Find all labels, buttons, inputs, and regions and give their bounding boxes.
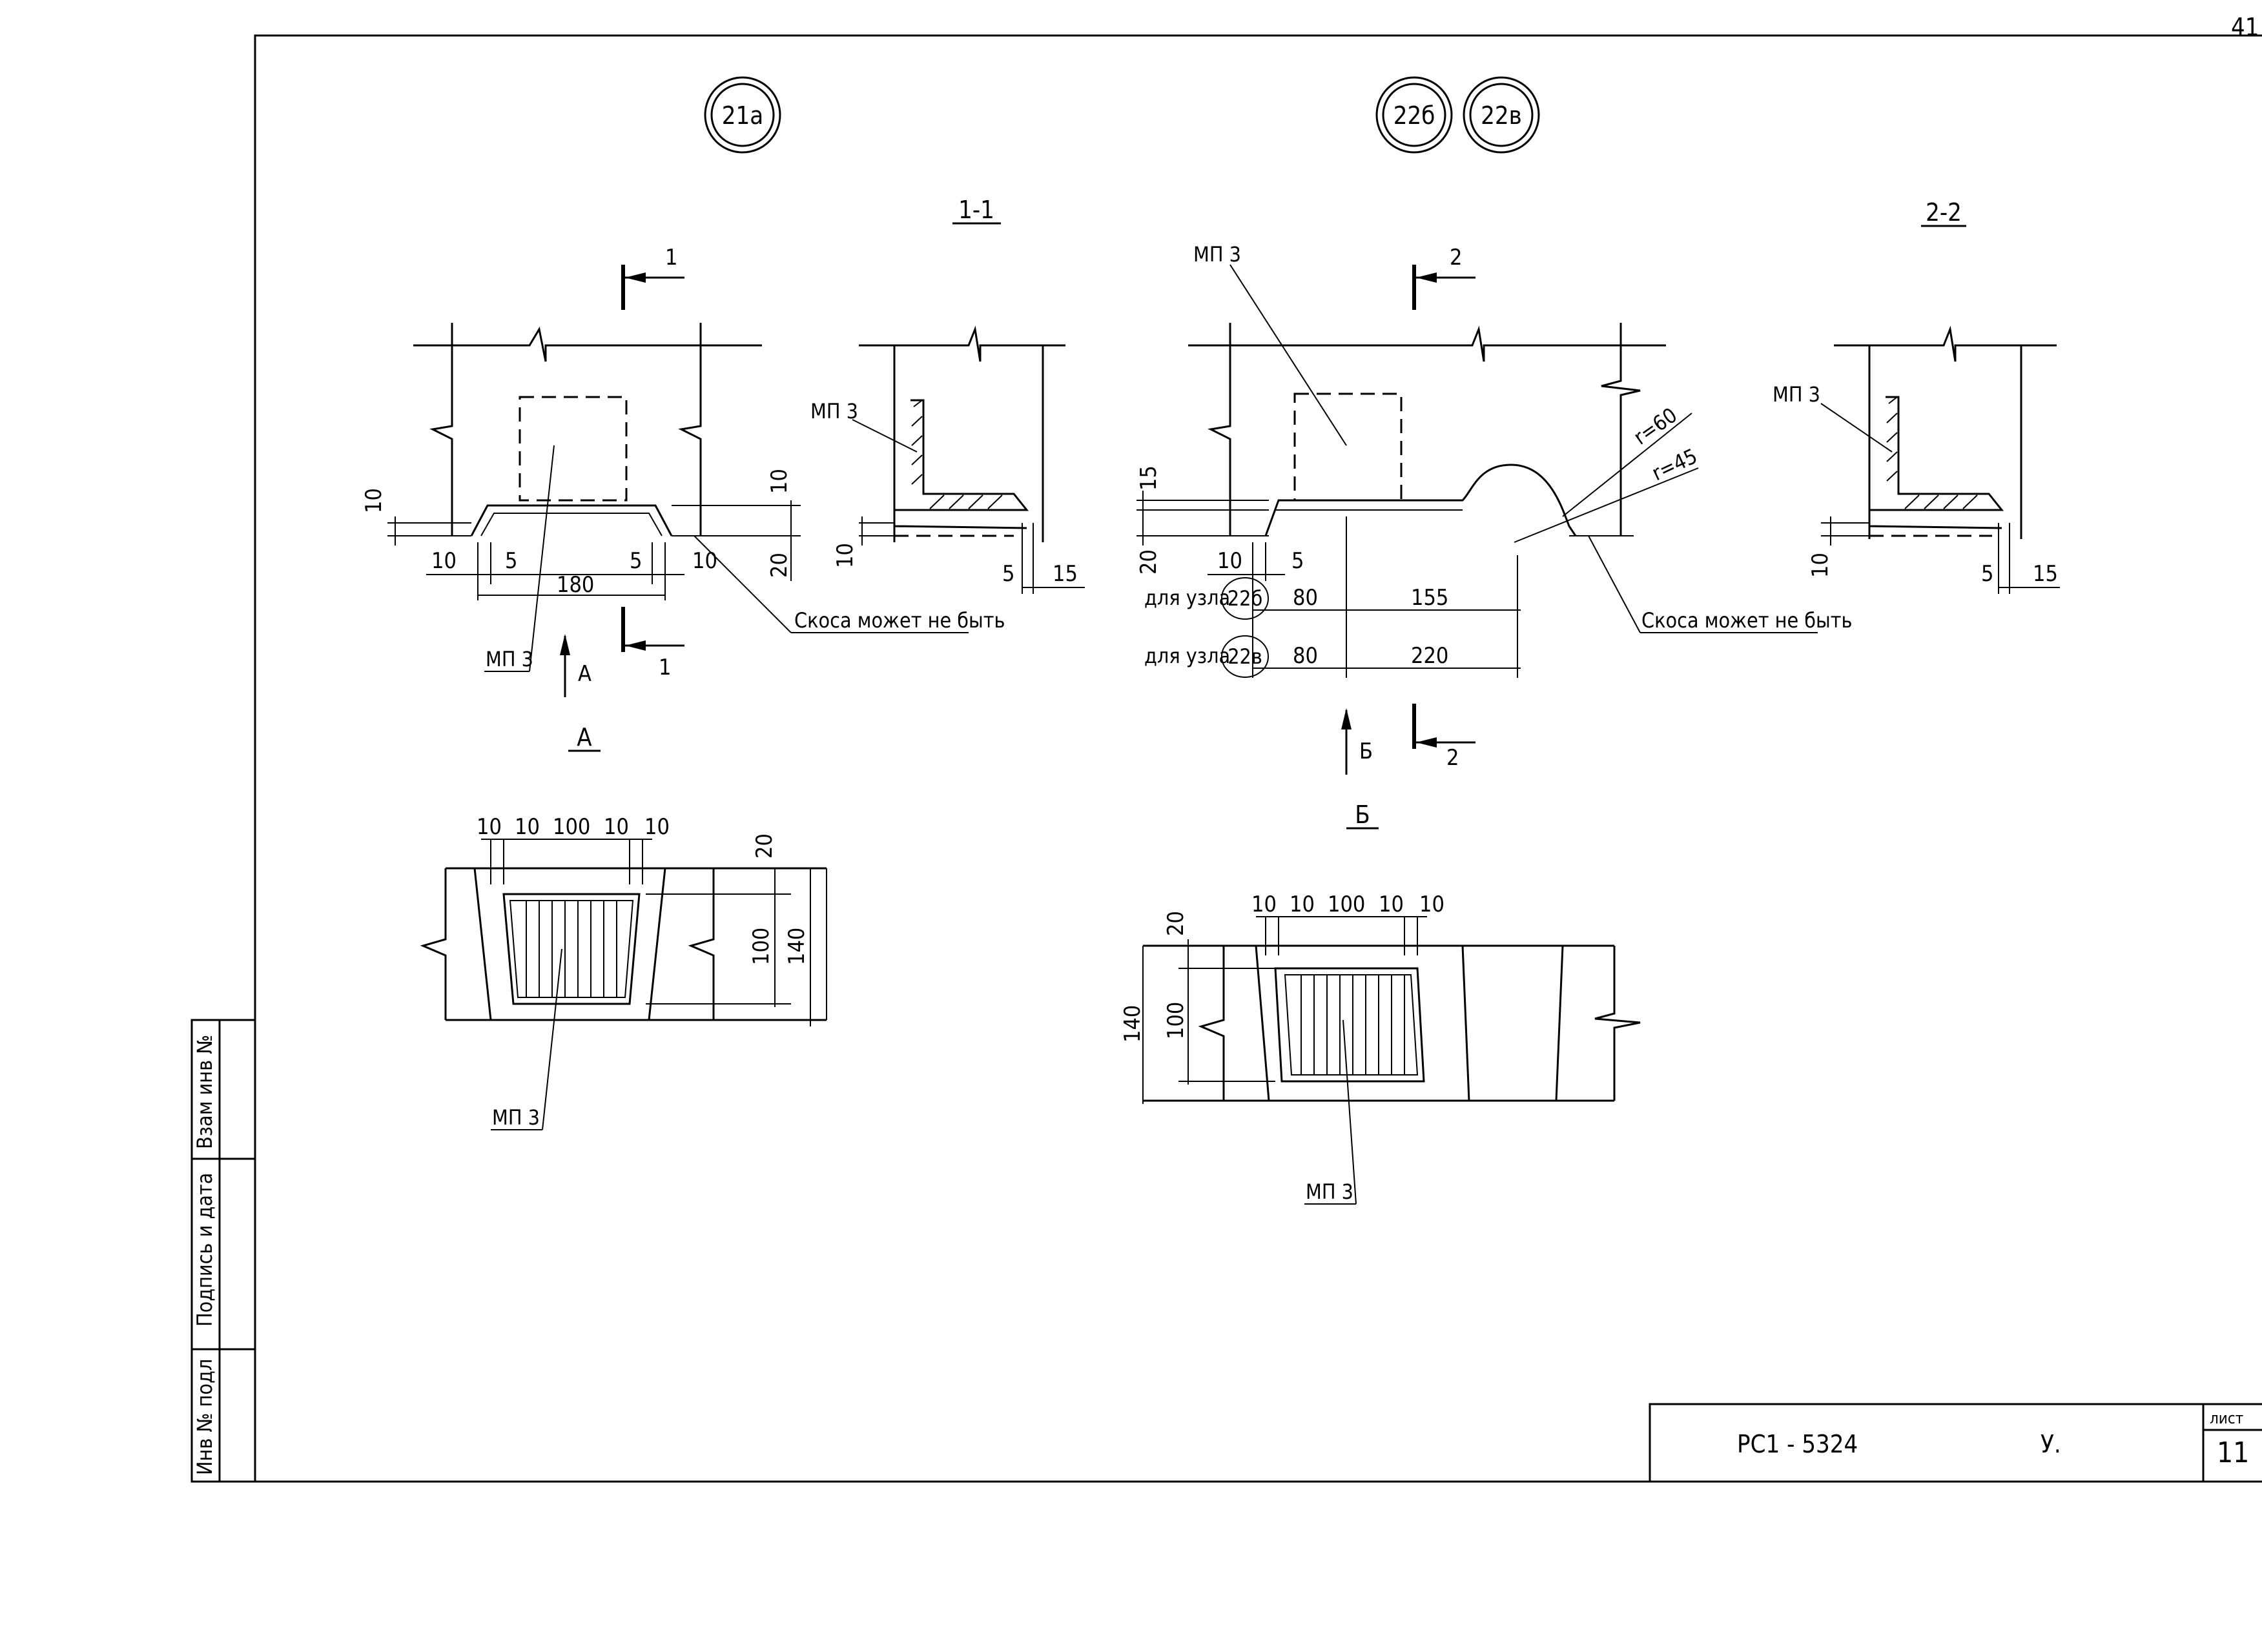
dim-10-s22: 10 <box>1807 553 1833 578</box>
node-bubble-22b: 22б <box>1375 76 1453 154</box>
dim-5-s22: 5 <box>1981 561 1993 587</box>
svg-text:21а: 21а <box>722 101 763 130</box>
dim-10-a1: 10 <box>477 814 502 840</box>
dim-10-s11: 10 <box>832 543 858 568</box>
document-code: РС1 - 5324 <box>1737 1430 1858 1458</box>
dim-15-s11: 15 <box>1053 561 1078 587</box>
dim-5-right: 5 <box>630 548 642 574</box>
dim-10-left-vertical: 10 <box>361 488 387 513</box>
dim-10-b2: 10 <box>1290 892 1315 917</box>
section-2-2-view: 10 5 15 МП 3 <box>1773 325 2060 594</box>
side-stamp: Взам инв № Подпись и дата Инв № подл <box>190 1019 256 1483</box>
cut-mark-2-bottom: 2 <box>1412 704 1475 771</box>
label-chamfer-optional-21a: Скоса может не быть <box>794 608 1005 633</box>
dim-20-a: 20 <box>752 833 777 859</box>
svg-text:1: 1 <box>665 245 677 270</box>
dim-10-a2: 10 <box>515 814 540 840</box>
label-mp3-s22: МП 3 <box>1773 382 1820 407</box>
section-1-1-view: 10 5 15 МП 3 <box>810 325 1085 594</box>
label-node-22v: 22в <box>1228 644 1262 669</box>
label-chamfer-optional-n22: Скоса может не быть <box>1641 608 1853 633</box>
dim-140-b: 140 <box>1120 1005 1146 1043</box>
dim-100-a: 100 <box>553 814 590 840</box>
stamp-field-inv-original: Инв № подл <box>192 1359 217 1475</box>
dim-100-b-vertical: 100 <box>1163 1002 1189 1039</box>
section-title-2-2: 2-2 <box>1921 198 1966 227</box>
label-mp3-view-a: МП 3 <box>492 1105 540 1130</box>
dim-10-b1: 10 <box>1251 892 1277 917</box>
label-mp3-21a: МП 3 <box>486 647 533 671</box>
label-mp3-view-b: МП 3 <box>1306 1179 1353 1204</box>
dim-10-b3: 10 <box>1379 892 1404 917</box>
svg-text:22в: 22в <box>1481 101 1522 130</box>
sheet-number: 11 <box>2217 1436 2249 1469</box>
dim-155: 155 <box>1411 585 1448 611</box>
svg-text:1: 1 <box>659 655 671 680</box>
dim-5-left: 5 <box>505 548 517 574</box>
dim-10-n22: 10 <box>1217 548 1242 574</box>
sheet-label: лист <box>2210 1409 2243 1427</box>
view-arrow-a: А <box>560 634 591 697</box>
label-mp3-s11: МП 3 <box>810 399 858 423</box>
dim-80-22v: 80 <box>1293 643 1318 669</box>
dim-220: 220 <box>1411 643 1448 669</box>
stamp-field-signature-date: Подпись и дата <box>192 1173 217 1327</box>
dim-100-b: 100 <box>1328 892 1365 917</box>
dim-20-n22: 20 <box>1136 549 1162 575</box>
dim-10-b4: 10 <box>1419 892 1445 917</box>
dim-20-right-vertical: 20 <box>766 553 792 578</box>
cut-mark-1-top: 1 <box>621 245 684 310</box>
view-title-b: Б <box>1346 801 1379 830</box>
svg-text:А: А <box>577 723 592 751</box>
cut-mark-1-bottom: 1 <box>621 607 684 680</box>
svg-text:Б: Б <box>1359 739 1373 764</box>
dim-5-s11: 5 <box>1002 561 1014 587</box>
dim-180: 180 <box>557 572 594 598</box>
view-title-a: А <box>568 723 601 752</box>
dim-140-a: 140 <box>784 928 810 965</box>
view-arrow-b: Б <box>1341 708 1373 775</box>
dim-15-s22: 15 <box>2033 561 2058 587</box>
label-for-node-22v: для узла <box>1144 644 1230 668</box>
svg-text:2-2: 2-2 <box>1926 198 1962 227</box>
dim-10-right: 10 <box>692 548 717 574</box>
label-radius-45: r=45 <box>1648 444 1701 485</box>
stamp-field-replace-inv: Взам инв № <box>192 1035 217 1149</box>
dim-10-a3: 10 <box>604 814 629 840</box>
label-for-node-22b: для узла <box>1144 586 1230 610</box>
dim-10-left: 10 <box>431 548 457 574</box>
dim-10-right-vertical: 10 <box>766 469 792 494</box>
svg-text:2: 2 <box>1446 745 1459 771</box>
view-b: 10 10 100 10 10 20 100 140 МП 3 <box>1120 892 1641 1205</box>
label-node-22b: 22б <box>1228 586 1262 611</box>
view-a: 10 10 100 10 10 20 100 140 МП 3 <box>420 814 827 1130</box>
node-21a-front-view: 10 10 20 10 5 5 10 180 МП 3 Скоса может … <box>361 323 1005 672</box>
title-block: РС1 - 5324 У. лист 11 <box>1649 1403 2262 1483</box>
svg-text:А: А <box>578 661 591 687</box>
section-title-1-1: 1-1 <box>952 196 1001 225</box>
node-bubble-21a: 21а <box>704 76 781 154</box>
dim-80-22b: 80 <box>1293 585 1318 611</box>
svg-text:2: 2 <box>1450 245 1462 270</box>
dim-15-n22: 15 <box>1136 465 1162 491</box>
svg-text:Б: Б <box>1355 801 1370 829</box>
document-mark: У. <box>2041 1430 2061 1458</box>
svg-text:1-1: 1-1 <box>958 196 994 224</box>
label-mp3-n22: МП 3 <box>1193 242 1241 267</box>
dim-100-a-vertical: 100 <box>748 928 774 965</box>
dim-10-a4: 10 <box>644 814 670 840</box>
svg-text:22б: 22б <box>1393 101 1435 130</box>
node-bubble-22v: 22в <box>1463 76 1540 154</box>
dim-5-n22: 5 <box>1291 548 1304 574</box>
corner-mark: 41 <box>2231 13 2259 41</box>
cut-mark-2-top: 2 <box>1412 245 1475 310</box>
dim-20-b: 20 <box>1163 911 1189 936</box>
drawing-frame <box>254 34 2262 1483</box>
node-22-front-view: 15 20 10 5 для узла 22б 80 155 для узла … <box>1136 242 1853 678</box>
